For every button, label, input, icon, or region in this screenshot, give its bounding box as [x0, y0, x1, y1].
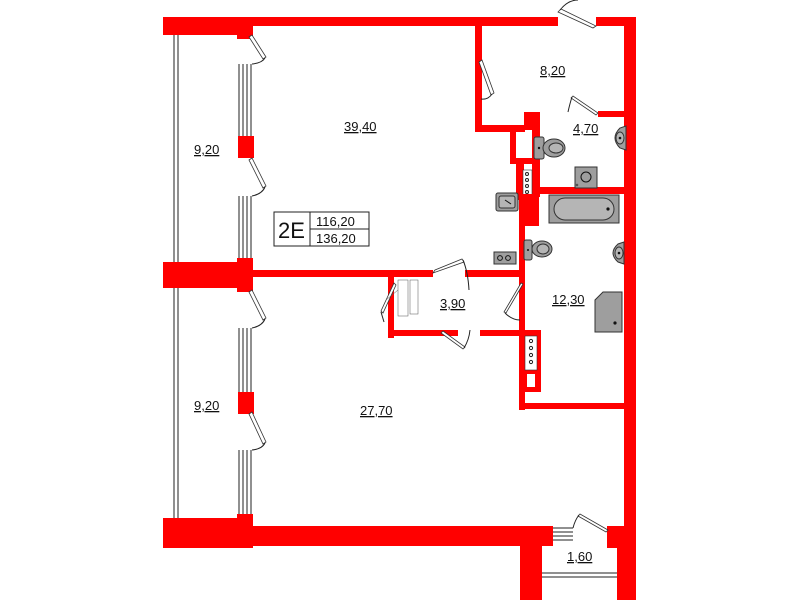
- closet-door-arc: [462, 259, 470, 291]
- toilet-icon: [533, 136, 566, 160]
- bath-door-arc: [504, 312, 521, 321]
- wall-bath-left: [519, 226, 525, 326]
- hall-door-arc: [480, 93, 493, 100]
- sink-icon-2: [612, 241, 625, 265]
- entry-balcony-door: [553, 513, 609, 541]
- wall-mid: [253, 270, 433, 277]
- wall-wc-bottom: [532, 187, 628, 194]
- washing-machine-icon: [574, 166, 598, 189]
- wall-wc-shaft-b: [510, 158, 540, 164]
- kitchen-sink-icon: [495, 192, 519, 212]
- room-area-bedroom: 27,70: [360, 403, 393, 418]
- wall-closet-bottom: [388, 330, 458, 336]
- window-bottom: [238, 328, 254, 514]
- sink-icon: [614, 125, 627, 151]
- total-area-value: 136,20: [316, 231, 356, 246]
- room-area-balcony-top: 9,20: [194, 142, 219, 157]
- wardrobe: [380, 279, 419, 323]
- wall-closet-left: [388, 270, 394, 338]
- wall-bath-col: [519, 194, 539, 226]
- toilet-icon-2: [523, 239, 553, 261]
- entry-door: [557, 8, 597, 29]
- wall-wc-top: [598, 111, 628, 117]
- wall-bath-bottom: [519, 403, 628, 409]
- balcony-door: [248, 34, 267, 451]
- hall-door: [478, 59, 495, 96]
- shower-icon: [594, 291, 623, 333]
- wall-mid-right: [465, 270, 525, 277]
- wall-column: [237, 17, 253, 39]
- room-area-closet: 3,90: [440, 296, 465, 311]
- bathtub-icon: [548, 194, 620, 224]
- apartment-code: 2E: [278, 218, 305, 243]
- wall-mid-column: [237, 258, 253, 292]
- wall-hall-left: [475, 26, 482, 131]
- bath-door: [503, 282, 524, 314]
- wall-wc-shaft: [510, 132, 516, 162]
- wc-door: [570, 95, 599, 116]
- room-area-hallway: 8,20: [540, 63, 565, 78]
- wall-right: [624, 17, 636, 600]
- window-top: [238, 64, 254, 258]
- wc-door-arc: [567, 96, 573, 113]
- apartment-badge: 2E 116,20 136,20: [273, 211, 370, 247]
- wall-top-left: [163, 17, 253, 35]
- closet-door-arc: [463, 329, 471, 349]
- room-area-living-room: 39,40: [344, 119, 377, 134]
- living-area-value: 116,20: [316, 214, 355, 229]
- wall-shaft: [516, 164, 524, 200]
- closet-door-top: [431, 258, 465, 274]
- room-area-bathroom: 12,30: [552, 292, 585, 307]
- vent-shaft-lower: [524, 335, 538, 387]
- vent-shaft: [522, 169, 533, 197]
- stove-icon: [493, 251, 517, 265]
- wall-bottom-column: [237, 514, 253, 548]
- wall-bottom: [253, 526, 553, 546]
- entry-door-arc: [559, 0, 579, 11]
- wall-closet-bottom-r: [480, 330, 525, 336]
- wall-stub-right: [617, 546, 636, 600]
- wall-stub-right-top: [607, 526, 636, 548]
- wall-hall-bottom: [475, 125, 525, 132]
- room-area-entry-balcony: 1,60: [567, 549, 592, 564]
- wall-bottom-right: [520, 526, 553, 546]
- room-area-wc: 4,70: [573, 121, 598, 136]
- wall-stub-left: [520, 546, 542, 600]
- room-area-balcony-bottom: 9,20: [194, 398, 219, 413]
- wall-top-right: [596, 17, 636, 26]
- wall-top: [253, 17, 558, 26]
